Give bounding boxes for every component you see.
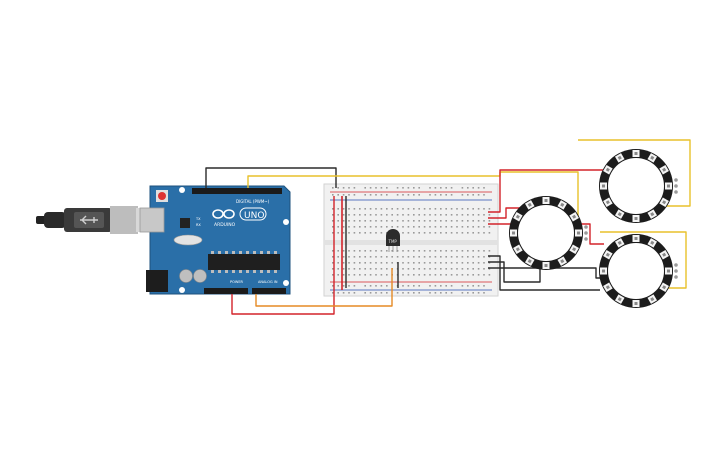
wire-red-ring2 (488, 169, 604, 213)
usb-plug-icon (80, 215, 98, 225)
tx-label: TX (195, 217, 201, 221)
breadboard-holes (332, 187, 491, 294)
digital-label: DIGITAL (PWM~) (236, 199, 270, 204)
wire-red-ring1 (488, 207, 530, 219)
reset-button[interactable] (156, 190, 168, 202)
logo-uno: UNO (244, 211, 264, 221)
wire-orange-analog (255, 268, 393, 307)
neopixel-ring-icon[interactable] (599, 234, 678, 308)
power-header[interactable] (204, 288, 248, 294)
wire-black-ring2 (488, 255, 600, 291)
arduino-logo (212, 209, 235, 219)
power-label: POWER (230, 280, 244, 284)
analog-label: ANALOG IN (258, 280, 278, 284)
neopixel-ring-icon[interactable] (509, 196, 588, 270)
neopixel-ring-icon[interactable] (599, 149, 678, 223)
wire-yellow-ring2 (578, 139, 691, 207)
breadboard[interactable] (323, 183, 499, 297)
digital-header[interactable] (192, 188, 282, 194)
rx-label: RX (196, 223, 201, 227)
usb-cable (36, 206, 152, 234)
temperature-sensor[interactable]: TMP (386, 229, 400, 252)
brand-label: ARDUINO (214, 222, 236, 228)
wire-yellow-ring3 (600, 231, 687, 289)
wire-red-5v (231, 196, 335, 315)
arduino-uno-board[interactable]: DIGITAL (PWM~) ARDUINO UNO TX RX POWER A… (139, 185, 291, 295)
analog-header[interactable] (252, 288, 286, 294)
sensor-label: TMP (388, 239, 398, 244)
wire-black-ring1 (488, 261, 541, 283)
wire-black-gnd (205, 167, 337, 188)
